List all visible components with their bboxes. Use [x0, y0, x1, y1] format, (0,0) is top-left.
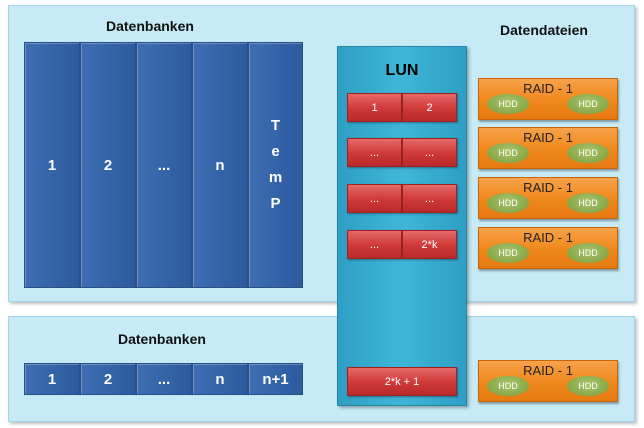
hdd-label: HDD [578, 198, 598, 208]
hdd-disk: HDD [567, 376, 609, 396]
raid-label: RAID - 1 [523, 230, 573, 245]
db-column-2: 2 [80, 42, 136, 288]
db-cell-label: n [215, 370, 225, 388]
hdd-label: HDD [498, 148, 518, 158]
temp-letter: P [270, 195, 281, 212]
db-cell-2: 2 [80, 363, 136, 395]
db-cell-n: n [192, 363, 248, 395]
db-column-n: n [192, 42, 248, 288]
raid-label: RAID - 1 [523, 363, 573, 378]
raid-group: RAID - 1 HDD HDD [478, 78, 618, 120]
db-column-label: 2 [103, 156, 113, 174]
lun-block-label: 2 [426, 101, 433, 114]
raid-group: RAID - 1 HDD HDD [478, 127, 618, 169]
lun-block-label: 1 [371, 101, 378, 114]
db-column-label: ... [157, 156, 171, 174]
hdd-disk: HDD [487, 193, 529, 213]
lun-block-label: ... [369, 146, 380, 159]
lun-block: ... [347, 230, 402, 259]
datafiles-label: Datendateien [500, 22, 588, 38]
lun-block: ... [347, 184, 402, 213]
lun-block: 1 [347, 93, 402, 122]
lun-title: LUN [385, 62, 419, 79]
hdd-label: HDD [498, 381, 518, 391]
hdd-disk: HDD [567, 94, 609, 114]
hdd-disk: HDD [487, 94, 529, 114]
db-cell-label: ... [157, 370, 171, 388]
hdd-disk: HDD [487, 143, 529, 163]
raid-label: RAID - 1 [523, 130, 573, 145]
lun-block-label: ... [369, 192, 380, 205]
hdd-disk: HDD [487, 243, 529, 263]
db-cell-ellipsis: ... [136, 363, 192, 395]
db-cell-label: 1 [47, 370, 57, 388]
bottom-panel-label: Datenbanken [118, 331, 206, 347]
hdd-disk: HDD [487, 376, 529, 396]
lun-block-label: 2*k + 1 [384, 375, 420, 388]
db-column-temp: T e m P [248, 42, 303, 288]
db-cell-1: 1 [24, 363, 80, 395]
raid-label: RAID - 1 [523, 180, 573, 195]
db-cell-label: 2 [103, 370, 113, 388]
temp-letter: e [271, 143, 280, 160]
lun-block: ... [347, 138, 402, 167]
hdd-label: HDD [498, 198, 518, 208]
raid-group: RAID - 1 HDD HDD [478, 177, 618, 219]
lun-block: ... [402, 184, 457, 213]
db-column-label: n [215, 156, 225, 174]
hdd-label: HDD [578, 99, 598, 109]
raid-group: RAID - 1 HDD HDD [478, 360, 618, 402]
lun-block-label: ... [424, 146, 435, 159]
raid-group: RAID - 1 HDD HDD [478, 227, 618, 269]
lun-block-label: ... [424, 192, 435, 205]
lun-block: 2*k [402, 230, 457, 259]
hdd-disk: HDD [567, 143, 609, 163]
lun-block-label: ... [369, 238, 380, 251]
top-panel-label: Datenbanken [106, 18, 194, 34]
hdd-label: HDD [578, 148, 598, 158]
temp-letter: T [270, 117, 281, 134]
hdd-disk: HDD [567, 193, 609, 213]
lun-block-last: 2*k + 1 [347, 367, 457, 396]
hdd-label: HDD [578, 381, 598, 391]
hdd-label: HDD [498, 248, 518, 258]
db-cell-n-plus-1: n+1 [248, 363, 303, 395]
hdd-disk: HDD [567, 243, 609, 263]
raid-label: RAID - 1 [523, 81, 573, 96]
hdd-label: HDD [578, 248, 598, 258]
temp-letter: m [268, 169, 283, 186]
lun-block-label: 2*k [421, 238, 438, 251]
db-cell-label: n+1 [262, 370, 289, 388]
db-column-1: 1 [24, 42, 80, 288]
lun-block: ... [402, 138, 457, 167]
db-column-ellipsis: ... [136, 42, 192, 288]
db-column-label: 1 [47, 156, 57, 174]
hdd-label: HDD [498, 99, 518, 109]
lun-block: 2 [402, 93, 457, 122]
